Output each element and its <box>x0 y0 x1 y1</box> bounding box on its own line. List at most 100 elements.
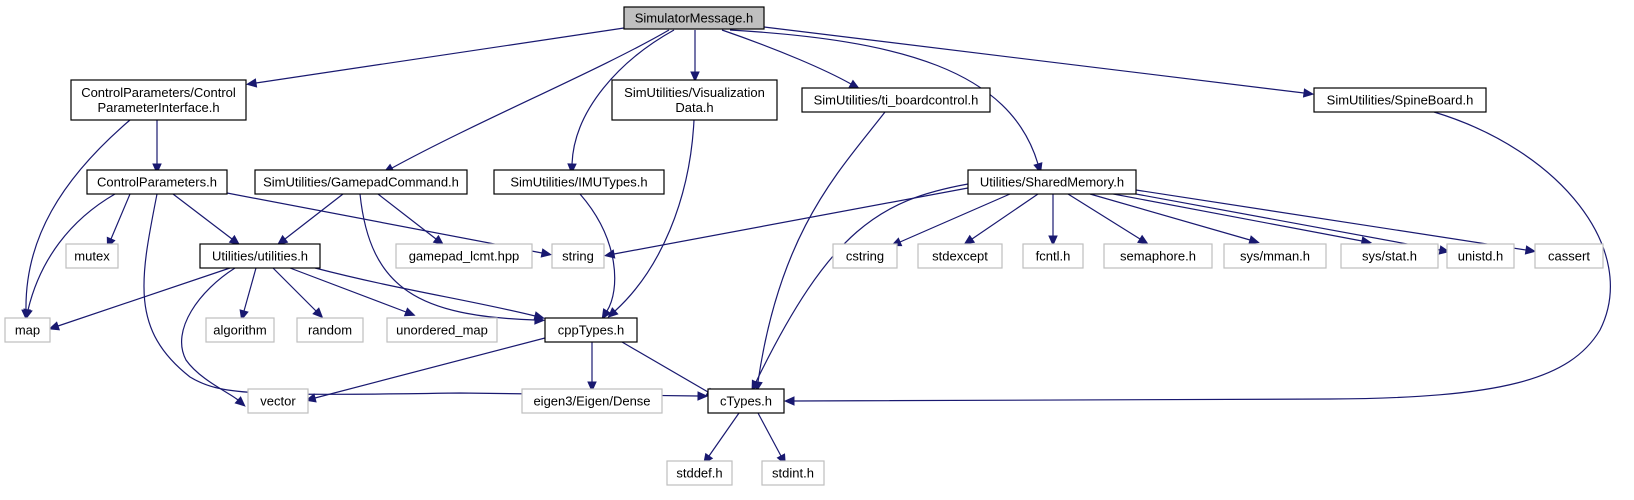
node-cstring: cstring <box>832 243 898 269</box>
edge-ctypes-to-stdint <box>757 412 786 466</box>
node-label: unistd.h <box>1458 249 1504 264</box>
edge-spine-to-ctypes <box>783 111 1611 406</box>
edge-utils-to-map <box>48 267 231 331</box>
node-label: cstring <box>846 249 884 264</box>
node-label: Data.h <box>675 100 713 115</box>
node-label: cppTypes.h <box>558 323 625 338</box>
edge-root-to-spine <box>763 26 1315 98</box>
node-label: SimUtilities/IMUTypes.h <box>510 175 647 190</box>
node-eigen: eigen3/Eigen/Dense <box>521 388 663 414</box>
edge-cpi-to-map <box>21 119 131 321</box>
node-mman: sys/mman.h <box>1223 243 1327 269</box>
node-label: stddef.h <box>676 466 722 481</box>
node-label: map <box>15 323 40 338</box>
node-algorithm: algorithm <box>205 317 275 343</box>
edge-cp-to-map <box>23 193 116 320</box>
edge-shm-to-string <box>603 187 969 259</box>
node-label: Utilities/SharedMemory.h <box>980 175 1124 190</box>
edge-shm-to-ctypes <box>751 183 969 392</box>
edge-ctypes-to-stddef <box>703 412 740 465</box>
edge-cpi-to-cp <box>152 120 162 175</box>
edge-gamepad-to-lcmt <box>377 193 445 246</box>
node-label: cassert <box>1548 249 1590 264</box>
node-spine[interactable]: SimUtilities/SpineBoard.h <box>1313 87 1487 113</box>
node-stdint: stdint.h <box>761 460 825 486</box>
node-label: semaphore.h <box>1120 249 1196 264</box>
node-map: map <box>4 317 51 343</box>
edge-shm-to-stdexcept <box>963 193 1039 245</box>
edge-utils-to-vector <box>181 267 246 407</box>
node-stddef: stddef.h <box>666 460 733 486</box>
node-fcntl: fcntl.h <box>1022 243 1084 269</box>
edge-cpptypes-to-ctypes <box>621 341 717 398</box>
node-label: gamepad_lcmt.hpp <box>409 249 520 264</box>
node-label: string <box>562 249 594 264</box>
node-cp[interactable]: ControlParameters.h <box>86 169 228 195</box>
node-label: SimulatorMessage.h <box>635 11 754 26</box>
node-gamepad[interactable]: SimUtilities/GamepadCommand.h <box>254 169 468 195</box>
node-umap: unordered_map <box>386 317 498 343</box>
node-imu[interactable]: SimUtilities/IMUTypes.h <box>493 169 665 195</box>
edge-cpptypes-to-eigen <box>587 342 597 393</box>
node-semaphore: semaphore.h <box>1103 243 1213 269</box>
edge-cp-to-ctypes <box>143 193 709 401</box>
node-label: ParameterInterface.h <box>97 100 219 115</box>
edge-imu-to-cpptypes <box>579 193 616 320</box>
node-label: stdint.h <box>772 466 814 481</box>
node-label: sys/mman.h <box>1240 249 1310 264</box>
edge-shm-to-fcntl <box>1048 194 1058 247</box>
node-label: fcntl.h <box>1036 249 1071 264</box>
node-utils[interactable]: Utilities/utilities.h <box>199 243 321 269</box>
edge-utils-to-random <box>272 267 324 319</box>
edge-gamepad-to-utils <box>276 193 344 246</box>
edge-shm-to-cassert <box>1135 189 1537 255</box>
edge-cpptypes-to-vector <box>305 337 546 403</box>
node-label: sys/stat.h <box>1362 249 1417 264</box>
node-vector: vector <box>247 388 309 414</box>
edge-root-to-viz <box>690 30 700 83</box>
node-label: eigen3/Eigen/Dense <box>533 394 650 409</box>
node-cpi[interactable]: ControlParameters/ControlParameterInterf… <box>70 79 247 121</box>
edge-shm-to-cstring <box>890 193 1011 247</box>
node-label: algorithm <box>213 323 266 338</box>
node-shm[interactable]: Utilities/SharedMemory.h <box>967 169 1137 195</box>
node-cassert: cassert <box>1534 243 1604 269</box>
node-string: string <box>551 243 605 269</box>
edge-viz-to-cpptypes <box>607 119 695 318</box>
edge-root-to-imu <box>567 29 675 175</box>
node-label: unordered_map <box>396 323 488 338</box>
node-label: ControlParameters.h <box>97 175 217 190</box>
node-label: Utilities/utilities.h <box>212 249 308 264</box>
edge-shm-to-semaphore <box>1067 193 1149 245</box>
node-mutex: mutex <box>65 243 119 269</box>
edge-root-to-cpi <box>245 27 625 88</box>
node-cpptypes[interactable]: cppTypes.h <box>544 317 638 343</box>
node-label: SimUtilities/GamepadCommand.h <box>263 175 459 190</box>
edge-shm-to-mman <box>1089 193 1260 245</box>
node-random: random <box>296 317 364 343</box>
node-label: ControlParameters/Control <box>81 85 236 100</box>
edge-utils-to-cpptypes <box>314 267 545 321</box>
node-root[interactable]: SimulatorMessage.h <box>623 6 765 30</box>
edge-utils-to-umap <box>289 267 416 317</box>
node-label: random <box>308 323 352 338</box>
edge-cp-to-string <box>226 192 553 258</box>
node-label: mutex <box>74 249 110 264</box>
node-label: SimUtilities/ti_boardcontrol.h <box>814 93 979 108</box>
node-stat: sys/stat.h <box>1340 243 1439 269</box>
node-lcmt: gamepad_lcmt.hpp <box>395 243 533 269</box>
node-label: SimUtilities/SpineBoard.h <box>1327 93 1474 108</box>
node-label: cTypes.h <box>720 394 772 409</box>
node-unistd: unistd.h <box>1446 243 1515 269</box>
nodes-layer: SimulatorMessage.hControlParameters/Cont… <box>4 6 1604 486</box>
node-ti[interactable]: SimUtilities/ti_boardcontrol.h <box>801 87 991 113</box>
node-label: stdexcept <box>932 249 988 264</box>
node-label: vector <box>260 394 296 409</box>
edge-utils-to-algorithm <box>239 267 257 321</box>
node-ctypes[interactable]: cTypes.h <box>707 388 785 414</box>
edge-shm-to-stat <box>1107 192 1373 246</box>
node-label: SimUtilities/Visualization <box>624 85 765 100</box>
edge-cp-to-mutex <box>106 193 131 249</box>
